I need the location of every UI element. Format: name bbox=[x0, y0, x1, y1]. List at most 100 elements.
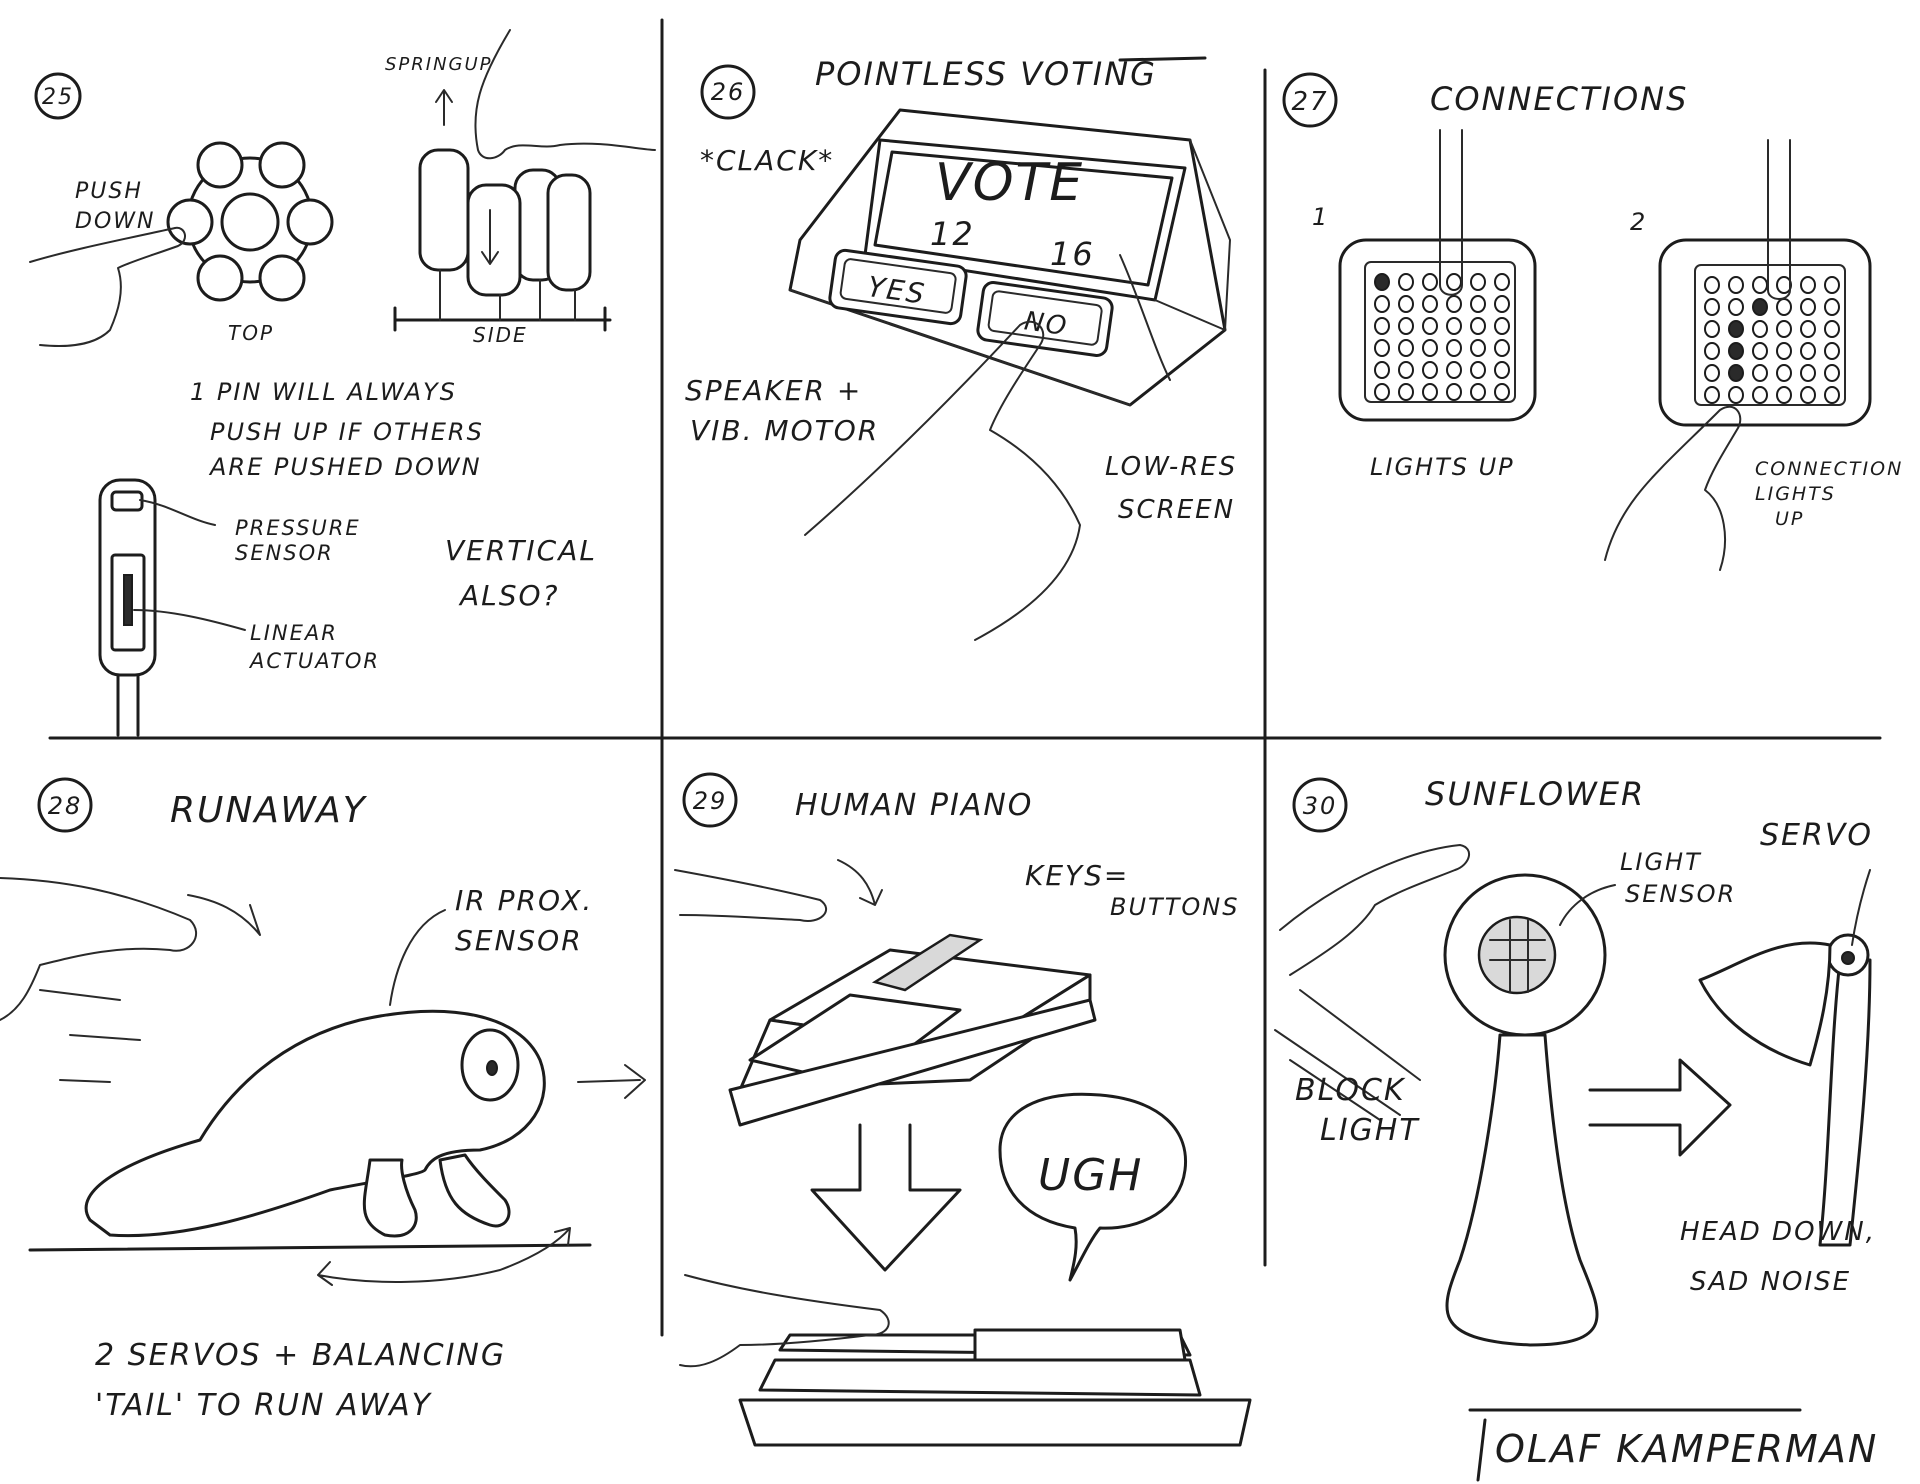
hand-above-keys bbox=[674, 869, 828, 922]
label-top: TOP bbox=[228, 321, 274, 345]
led-off bbox=[1824, 364, 1840, 382]
panel-29: 29 HUMAN PIANO KEYS= BUTTONS UGH bbox=[674, 772, 1252, 1447]
panel-grid bbox=[48, 18, 1882, 1482]
led-off bbox=[1704, 276, 1720, 294]
led-off bbox=[1398, 273, 1414, 291]
panel-title-26: POINTLESS VOTING bbox=[815, 55, 1157, 93]
led-off bbox=[1422, 361, 1438, 379]
panel-number-30: 30 bbox=[1292, 777, 1348, 833]
label-pressure: PRESSURE bbox=[235, 516, 361, 540]
led-off bbox=[1470, 383, 1486, 401]
svg-text:28: 28 bbox=[48, 792, 83, 820]
led-off bbox=[1422, 317, 1438, 335]
led-off bbox=[1398, 339, 1414, 357]
label-lights: LIGHTS bbox=[1755, 483, 1836, 505]
label-servo: SERVO bbox=[1760, 818, 1873, 853]
blocking-hand bbox=[1279, 844, 1470, 976]
label-vertical: VERTICAL bbox=[445, 534, 597, 567]
arrow-down-icon bbox=[481, 209, 499, 265]
led-off bbox=[1824, 276, 1840, 294]
label-up: UP bbox=[1775, 508, 1804, 530]
piano-key-bottom bbox=[738, 1328, 1252, 1447]
speech-bubble bbox=[998, 1092, 1188, 1282]
label-screen: SCREEN bbox=[1118, 495, 1235, 525]
led-off bbox=[1446, 317, 1462, 335]
no-button[interactable]: NO bbox=[976, 281, 1114, 357]
panel-title-30: SUNFLOWER bbox=[1425, 775, 1645, 813]
arrow-right-large-icon bbox=[1588, 1058, 1732, 1157]
label-ir-sensor: SENSOR bbox=[455, 924, 583, 957]
led-off bbox=[1446, 361, 1462, 379]
label-block: BLOCK bbox=[1295, 1073, 1406, 1108]
label-block-light: LIGHT bbox=[1320, 1113, 1420, 1148]
svg-text:27: 27 bbox=[1291, 87, 1328, 117]
svg-text:25: 25 bbox=[42, 85, 74, 110]
panel-28: 28 RUNAWAY IR PROX. SENSOR 2 SERVOS + BA… bbox=[0, 777, 646, 1423]
svg-text:YES: YES bbox=[866, 270, 929, 311]
label-sensor: SENSOR bbox=[235, 541, 334, 565]
led-lit bbox=[1752, 298, 1768, 316]
label-spring-up: SPRINGUP bbox=[385, 54, 493, 75]
sunflower-down bbox=[1698, 933, 1872, 1247]
led-off bbox=[1446, 339, 1462, 357]
panel-number-29: 29 bbox=[682, 772, 738, 828]
yes-button[interactable]: YES bbox=[828, 248, 968, 326]
hand-pressing-2 bbox=[1604, 405, 1742, 571]
note-line-3: ARE PUSHED DOWN bbox=[208, 453, 482, 481]
led-off bbox=[1470, 317, 1486, 335]
label-sad-noise: SAD NOISE bbox=[1690, 1267, 1851, 1297]
led-off bbox=[1728, 276, 1744, 294]
led-off bbox=[1728, 386, 1744, 404]
hand-approaching bbox=[0, 877, 197, 1021]
panel-30: 30 SUNFLOWER LIGHT SENSOR SERVO BLOCK LI… bbox=[1274, 775, 1876, 1347]
label-linear: LINEAR bbox=[250, 621, 338, 645]
led-off bbox=[1446, 383, 1462, 401]
led-off bbox=[1470, 273, 1486, 291]
panel-title-27: CONNECTIONS bbox=[1430, 80, 1688, 118]
arrow-down-large-icon bbox=[810, 1123, 962, 1272]
panel-number-28: 28 bbox=[37, 777, 93, 833]
hand-voting bbox=[804, 320, 1081, 641]
artist-signature: OLAF KAMPERMAN bbox=[1495, 1427, 1878, 1471]
button-grid-2 bbox=[1658, 238, 1872, 427]
panel-number-27: 27 bbox=[1282, 72, 1338, 128]
led-off bbox=[1776, 320, 1792, 338]
pin-cluster-side-view bbox=[393, 148, 612, 332]
led-off bbox=[1824, 386, 1840, 404]
led-off bbox=[1494, 361, 1510, 379]
screen-yes-count: 12 bbox=[930, 215, 975, 253]
panel-25: 25 PUSH DOWN TOP SPRINGUP bbox=[29, 29, 656, 737]
note-line-2: PUSH UP IF OTHERS bbox=[210, 418, 484, 446]
led-off bbox=[1776, 364, 1792, 382]
hand-pushing bbox=[29, 226, 186, 348]
label-head-down: HEAD DOWN, bbox=[1680, 1217, 1876, 1247]
panel-26: 26 POINTLESS VOTING *CLACK* VOTE 12 16 Y… bbox=[685, 55, 1235, 641]
led-off bbox=[1494, 273, 1510, 291]
screen-no-count: 16 bbox=[1050, 235, 1095, 273]
led-off bbox=[1374, 383, 1390, 401]
led-off bbox=[1494, 383, 1510, 401]
led-off bbox=[1494, 317, 1510, 335]
led-off bbox=[1800, 320, 1816, 338]
label-vib-motor: VIB. MOTOR bbox=[690, 414, 879, 447]
button-grid-1 bbox=[1338, 238, 1537, 422]
caption-line-2: 'TAIL' TO RUN AWAY bbox=[95, 1388, 433, 1423]
led-off bbox=[1824, 298, 1840, 316]
svg-text:29: 29 bbox=[693, 787, 728, 815]
led-off bbox=[1776, 342, 1792, 360]
speech-ugh: UGH bbox=[1038, 1150, 1143, 1201]
label-push: PUSH bbox=[75, 179, 143, 204]
led-off bbox=[1374, 361, 1390, 379]
led-lit bbox=[1728, 342, 1744, 360]
led-off bbox=[1470, 295, 1486, 313]
svg-text:NO: NO bbox=[1022, 306, 1070, 342]
led-off bbox=[1422, 383, 1438, 401]
caption-line-1: 2 SERVOS + BALANCING bbox=[95, 1338, 506, 1373]
sunflower-up bbox=[1443, 873, 1607, 1347]
led-off bbox=[1704, 386, 1720, 404]
led-off bbox=[1446, 295, 1462, 313]
led-off bbox=[1800, 342, 1816, 360]
hand-pressing-key bbox=[679, 1274, 890, 1368]
piano-key-top bbox=[728, 933, 1097, 1127]
